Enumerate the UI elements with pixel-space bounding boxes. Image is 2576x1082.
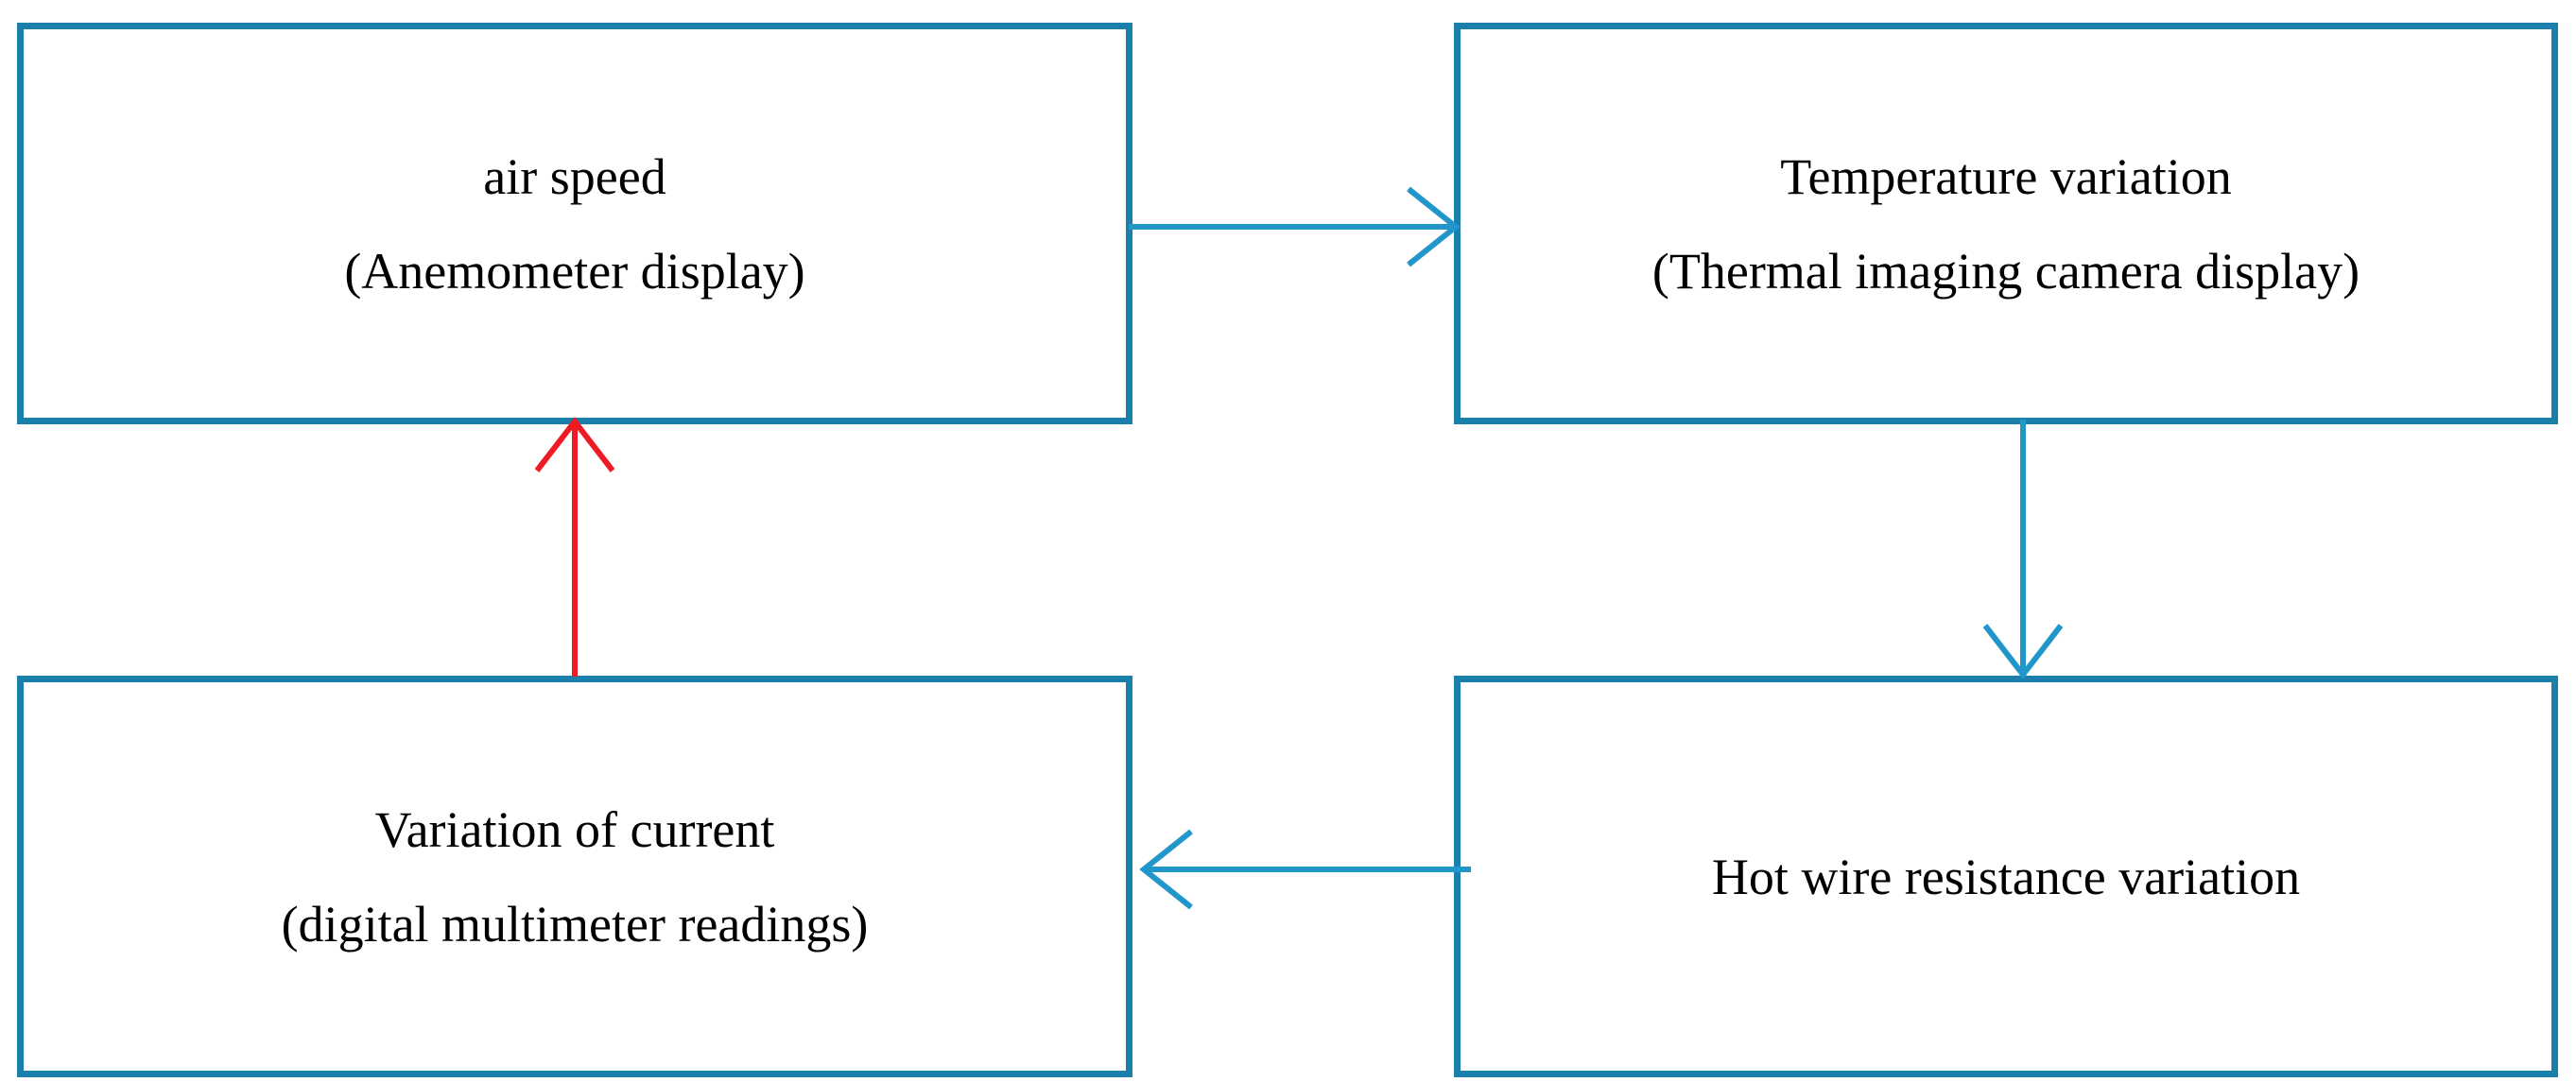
- node-hotwire-line1: Hot wire resistance variation: [1711, 848, 2301, 905]
- node-air-speed-line1: air speed: [483, 147, 666, 205]
- node-temperature-variation: Temperature variation (Thermal imaging c…: [1454, 23, 2558, 424]
- node-temperature-line2: (Thermal imaging camera display): [1651, 242, 2360, 300]
- arrow-current-to-air-speed: [534, 417, 615, 677]
- arrow-temperature-to-hotwire: [1982, 420, 2064, 679]
- node-variation-of-current: Variation of current (digital multimeter…: [17, 676, 1132, 1077]
- node-current-line1: Variation of current: [374, 800, 775, 858]
- arrow-hotwire-to-current: [1139, 829, 1471, 910]
- node-temperature-line1: Temperature variation: [1780, 147, 2232, 205]
- node-hot-wire-resistance-variation: Hot wire resistance variation: [1454, 676, 2558, 1077]
- node-air-speed-line2: (Anemometer display): [344, 242, 805, 300]
- node-air-speed: air speed (Anemometer display): [17, 23, 1132, 424]
- arrow-air-speed-to-temperature: [1129, 186, 1461, 267]
- node-current-line2: (digital multimeter readings): [281, 895, 869, 953]
